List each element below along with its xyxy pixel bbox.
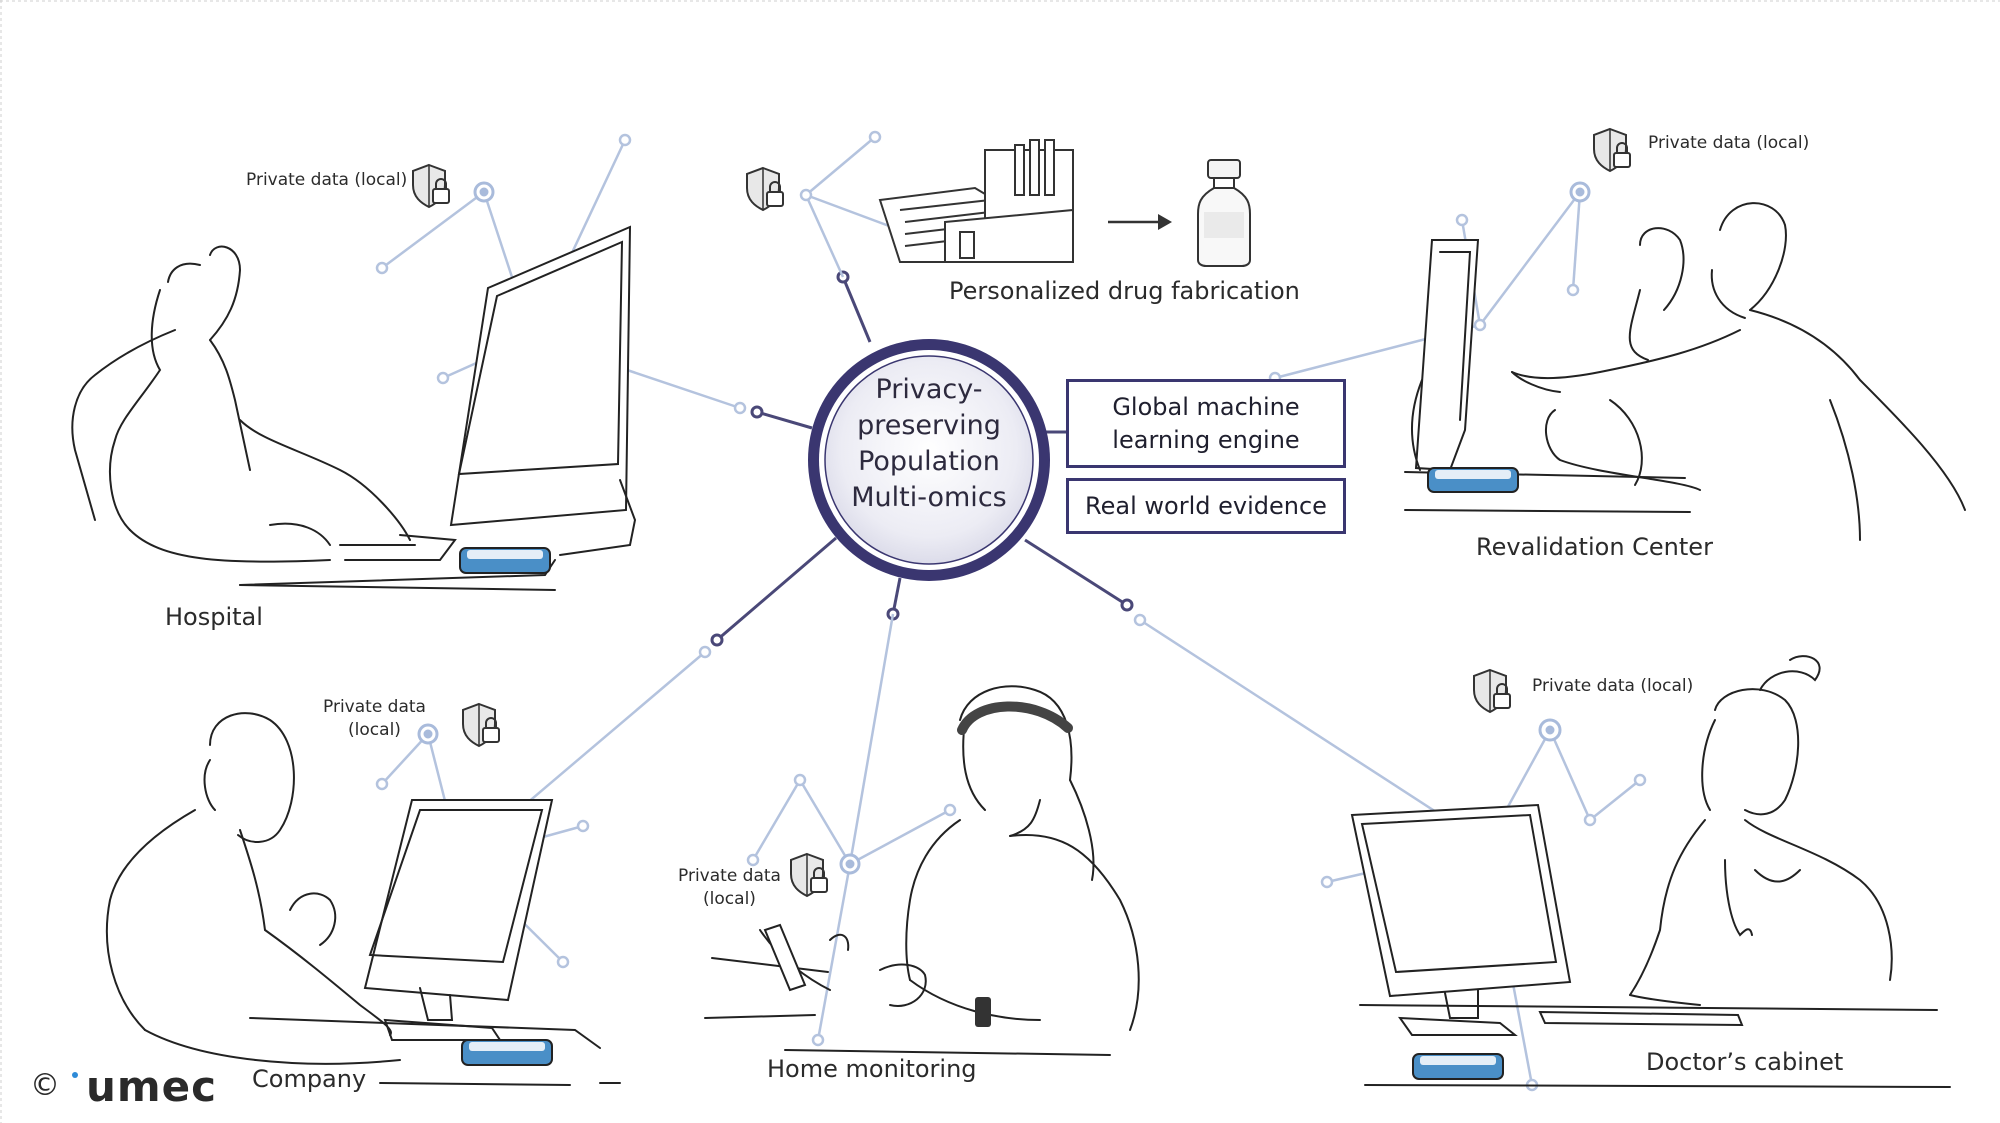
medicine-bottle-icon xyxy=(1197,159,1251,267)
private-data-line: Private data xyxy=(678,866,781,886)
doctor-illustration xyxy=(1350,655,1951,1088)
factory-icon xyxy=(878,139,1074,263)
private-data-line: (local) xyxy=(703,889,756,909)
headset-icon xyxy=(957,701,1073,735)
private-data-line: (local) xyxy=(348,720,401,740)
ml-engine-line: learning engine xyxy=(1112,425,1300,454)
shield-lock-icon xyxy=(412,163,450,209)
imec-logo: umec xyxy=(86,1062,218,1111)
private-data-label: Private data (local) xyxy=(677,865,782,911)
private-data-label: Private data (local) xyxy=(1532,676,1694,696)
shield-lock-icon xyxy=(462,702,500,748)
private-data-label: Private data (local) xyxy=(322,696,427,742)
hub-title-line: preserving xyxy=(857,410,1001,441)
revalidation-illustration xyxy=(1404,202,1966,541)
shield-lock-icon xyxy=(1593,127,1631,173)
shield-lock-icon xyxy=(1473,668,1511,714)
private-data-line: Private data xyxy=(323,697,426,717)
doctors-cabinet-label: Doctor’s cabinet xyxy=(1646,1048,1844,1076)
wristband-icon xyxy=(975,997,991,1027)
shield-lock-icon xyxy=(746,166,784,212)
local-data-nodes xyxy=(417,181,1591,875)
hub-title-line: Privacy- xyxy=(875,374,983,405)
hospital-illustration xyxy=(71,225,637,591)
revalidation-center-label: Revalidation Center xyxy=(1476,533,1713,561)
hospital-label: Hospital xyxy=(165,603,263,631)
ml-engine-line: Global machine xyxy=(1112,392,1300,421)
logo-dot xyxy=(72,1072,78,1078)
hub-circle xyxy=(808,339,1050,581)
hub-title: Privacy- preserving Population Multi-omi… xyxy=(818,372,1040,516)
hub-title-line: Population xyxy=(858,446,1000,477)
company-illustration xyxy=(105,712,621,1086)
hub-title-line: Multi-omics xyxy=(851,482,1007,513)
copyright-symbol: © xyxy=(30,1068,60,1103)
home-monitoring-label: Home monitoring xyxy=(767,1055,977,1083)
real-world-evidence-label: Real world evidence xyxy=(1085,492,1327,520)
drug-fabrication-label: Personalized drug fabrication xyxy=(949,277,1300,305)
shield-lock-icon xyxy=(790,852,828,898)
arrow-right-icon xyxy=(1108,214,1172,230)
private-data-label: Private data (local) xyxy=(246,170,408,190)
real-world-evidence-box: Real world evidence xyxy=(1066,478,1346,534)
private-data-label: Private data (local) xyxy=(1648,133,1810,153)
ml-engine-box: Global machine learning engine xyxy=(1066,379,1346,468)
home-illustration xyxy=(704,685,1140,1056)
company-label: Company xyxy=(252,1065,367,1093)
